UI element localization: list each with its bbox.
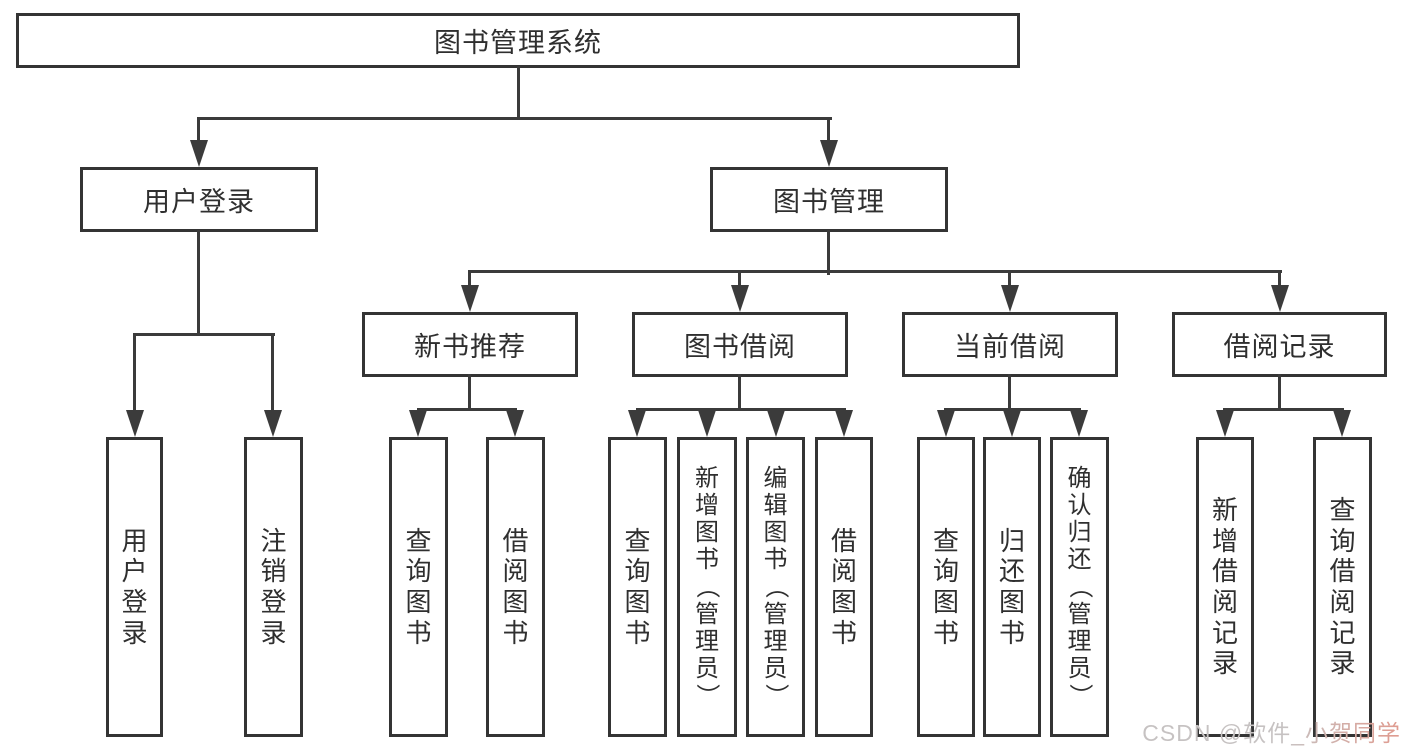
leaf-label: 借阅图书 — [502, 525, 529, 648]
connector-arrow — [628, 410, 646, 437]
connector-line — [1008, 270, 1011, 288]
leaf-label: 新增借阅记录 — [1211, 494, 1238, 679]
leaf-return-book: 归还图书 — [983, 437, 1041, 737]
leaf-label: 新增图书（管理员） — [693, 465, 721, 708]
connector-line — [827, 230, 830, 275]
connector-line — [271, 333, 274, 413]
connector-arrow — [1216, 410, 1234, 437]
node-borrowing-records: 借阅记录 — [1172, 312, 1387, 377]
node-new-book-recommendation: 新书推荐 — [362, 312, 578, 377]
node-book-management-branch: 图书管理 — [710, 167, 948, 232]
leaf-add-book-admin: 新增图书（管理员） — [677, 437, 737, 737]
leaf-label: 查询借阅记录 — [1329, 494, 1356, 679]
connector-line — [1278, 270, 1281, 288]
leaf-query-books-borrow: 查询图书 — [608, 437, 667, 737]
connector-arrow — [835, 410, 853, 437]
connector-arrow — [767, 410, 785, 437]
connector-arrow — [461, 285, 479, 312]
leaf-label: 归还图书 — [998, 525, 1025, 648]
node-user-login-branch: 用户登录 — [80, 167, 318, 232]
csdn-watermark: CSDN @软件_小贺同学 — [1142, 714, 1401, 747]
node-current-borrowing: 当前借阅 — [902, 312, 1118, 377]
leaf-query-books-newrec: 查询图书 — [389, 437, 448, 737]
connector-line — [468, 270, 471, 288]
leaf-label: 编辑图书（管理员） — [762, 465, 790, 708]
connector-arrow — [937, 410, 955, 437]
connector-line — [197, 230, 200, 336]
node-book-borrowing: 图书借阅 — [632, 312, 848, 377]
connector-arrow — [1271, 285, 1289, 312]
connector-line — [197, 117, 200, 145]
connector-line — [738, 270, 741, 288]
leaf-label: 查询图书 — [405, 525, 432, 648]
connector-arrow — [506, 410, 524, 437]
leaf-label: 用户登录 — [121, 525, 148, 648]
leaf-query-books-current: 查询图书 — [917, 437, 975, 737]
connector-line — [133, 333, 136, 413]
leaf-borrow-books-newrec: 借阅图书 — [486, 437, 545, 737]
leaf-confirm-return-admin: 确认归还（管理员） — [1050, 437, 1109, 737]
leaf-label: 借阅图书 — [830, 525, 857, 648]
leaf-label: 注销登录 — [260, 525, 287, 648]
node-library-management-system: 图书管理系统 — [16, 13, 1020, 68]
connector-arrow — [1070, 410, 1088, 437]
connector-line — [468, 374, 471, 411]
connector-line — [827, 117, 830, 145]
leaf-user-login: 用户登录 — [106, 437, 163, 737]
leaf-label: 查询图书 — [932, 525, 959, 648]
connector-line — [1223, 408, 1344, 411]
connector-arrow — [1333, 410, 1351, 437]
connector-line — [738, 374, 741, 411]
leaf-label: 查询图书 — [624, 525, 651, 648]
leaf-query-borrow-record: 查询借阅记录 — [1313, 437, 1372, 737]
leaf-logout: 注销登录 — [244, 437, 303, 737]
connector-arrow — [1003, 410, 1021, 437]
leaf-add-borrow-record: 新增借阅记录 — [1196, 437, 1254, 737]
connector-arrow — [190, 140, 208, 167]
connector-line — [417, 408, 517, 411]
leaf-label: 确认归还（管理员） — [1066, 465, 1094, 708]
connector-arrow — [126, 410, 144, 437]
connector-line — [636, 408, 846, 411]
connector-arrow — [698, 410, 716, 437]
leaf-borrow-books-borrow: 借阅图书 — [815, 437, 873, 737]
connector-line — [468, 270, 1282, 273]
connector-arrow — [264, 410, 282, 437]
connector-line — [1278, 374, 1281, 411]
connector-arrow — [820, 140, 838, 167]
connector-line — [1008, 374, 1011, 411]
connector-arrow — [1001, 285, 1019, 312]
connector-arrow — [409, 410, 427, 437]
connector-line — [133, 333, 275, 336]
connector-line — [517, 66, 520, 120]
leaf-edit-book-admin: 编辑图书（管理员） — [746, 437, 805, 737]
connector-line — [197, 117, 832, 120]
connector-arrow — [731, 285, 749, 312]
